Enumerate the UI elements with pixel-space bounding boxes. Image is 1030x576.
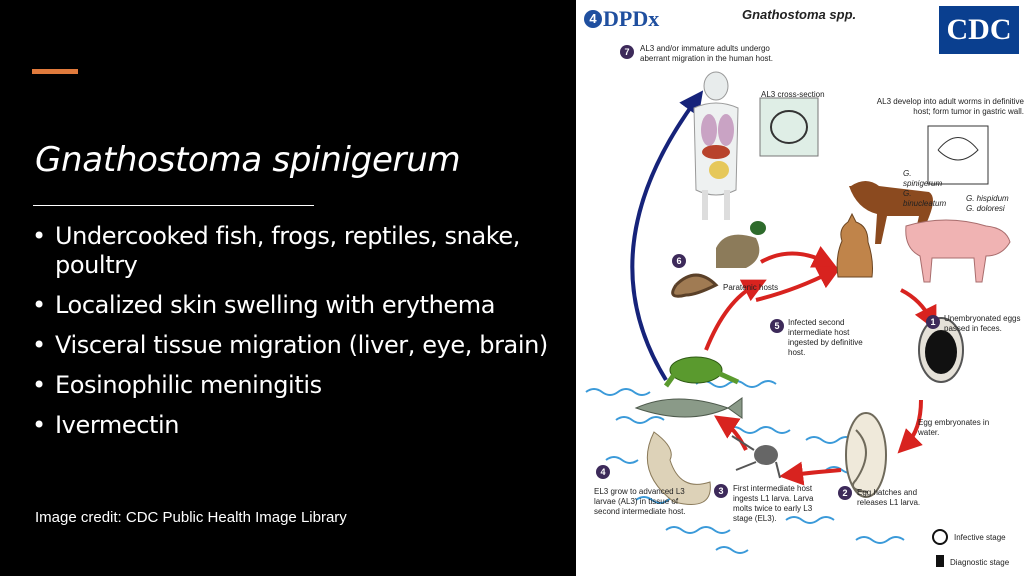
- bullet-item: Localized skin swelling with erythema: [30, 291, 560, 320]
- step-6-label: Paratenic hosts: [723, 283, 779, 292]
- step-4-number: 4: [596, 465, 610, 479]
- copepod-figure: [731, 435, 781, 479]
- pig-figure: [905, 219, 1011, 283]
- bullet-list: Undercooked fish, frogs, reptiles, snake…: [30, 222, 560, 451]
- human-figure: [693, 71, 739, 220]
- step-4-label: EL3 grow to advanced L3 larvae (AL3) in …: [594, 487, 686, 516]
- image-credit: Image credit: CDC Public Health Image Li…: [35, 509, 347, 526]
- egg-contents: [925, 330, 957, 374]
- step-1-number: 1: [926, 315, 940, 329]
- duck-figure: [716, 221, 766, 268]
- dog-species-label: G. spinigerum G. binucleatum: [903, 169, 947, 208]
- cross-section-image: [759, 97, 819, 157]
- accent-bar: [32, 69, 78, 74]
- title-underline: [33, 205, 314, 206]
- adult-worm-image: [927, 125, 989, 185]
- advanced-larva-figure: [646, 431, 711, 505]
- step-1-label: Unembryonated eggs passed in feces.: [944, 314, 1021, 333]
- step-3-label: First intermediate host ingests L1 larva…: [733, 484, 814, 523]
- slide-text-panel: Gnathostoma spinigerum Undercooked fish,…: [0, 0, 576, 576]
- frog-figure: [663, 356, 740, 388]
- step-5-number: 5: [770, 319, 784, 333]
- step-2-label: Egg hatches and releases L1 larva.: [857, 488, 921, 507]
- step-6-number: 6: [672, 254, 686, 268]
- step-7-label: AL3 and/or immature adults undergo aberr…: [640, 44, 773, 63]
- biohazard-icon: [932, 529, 948, 545]
- adult-worm-label: AL3 develop into adult worms in definiti…: [876, 97, 1024, 116]
- bullet-item: Ivermectin: [30, 411, 560, 440]
- step-5-label: Infected second intermediate host ingest…: [788, 318, 863, 357]
- diagram-title: Gnathostoma spp.: [742, 7, 857, 22]
- diagram-artwork: [585, 71, 1011, 567]
- step-3-number: 3: [714, 484, 728, 498]
- diagnostic-stage-label: Diagnostic stage: [950, 558, 1010, 567]
- step-2-number: 2: [838, 486, 852, 500]
- cdc-logo: CDC: [939, 6, 1019, 54]
- slide-title: Gnathostoma spinigerum: [35, 140, 461, 180]
- bullet-item: Eosinophilic meningitis: [30, 371, 560, 400]
- bullet-item: Undercooked fish, frogs, reptiles, snake…: [30, 222, 560, 280]
- fish-figure: [634, 397, 743, 419]
- cycle-arrows: [704, 245, 937, 486]
- cross-section-label: AL3 cross-section: [761, 90, 825, 99]
- microscope-icon: [936, 555, 944, 567]
- dog-figure: [849, 181, 933, 244]
- infective-stage-label: Infective stage: [954, 533, 1006, 542]
- snake-figure: [671, 273, 719, 298]
- water-waves: [585, 380, 905, 554]
- embryonates-label: Egg embryonates in water.: [918, 418, 990, 437]
- bullet-item: Visceral tissue migration (liver, eye, b…: [30, 331, 560, 360]
- pig-species-label: G. hispidum G. doloresi: [966, 194, 1009, 213]
- step-7-number: 7: [620, 45, 634, 59]
- human-migration-arrow: [630, 90, 704, 382]
- cat-figure: [836, 212, 873, 278]
